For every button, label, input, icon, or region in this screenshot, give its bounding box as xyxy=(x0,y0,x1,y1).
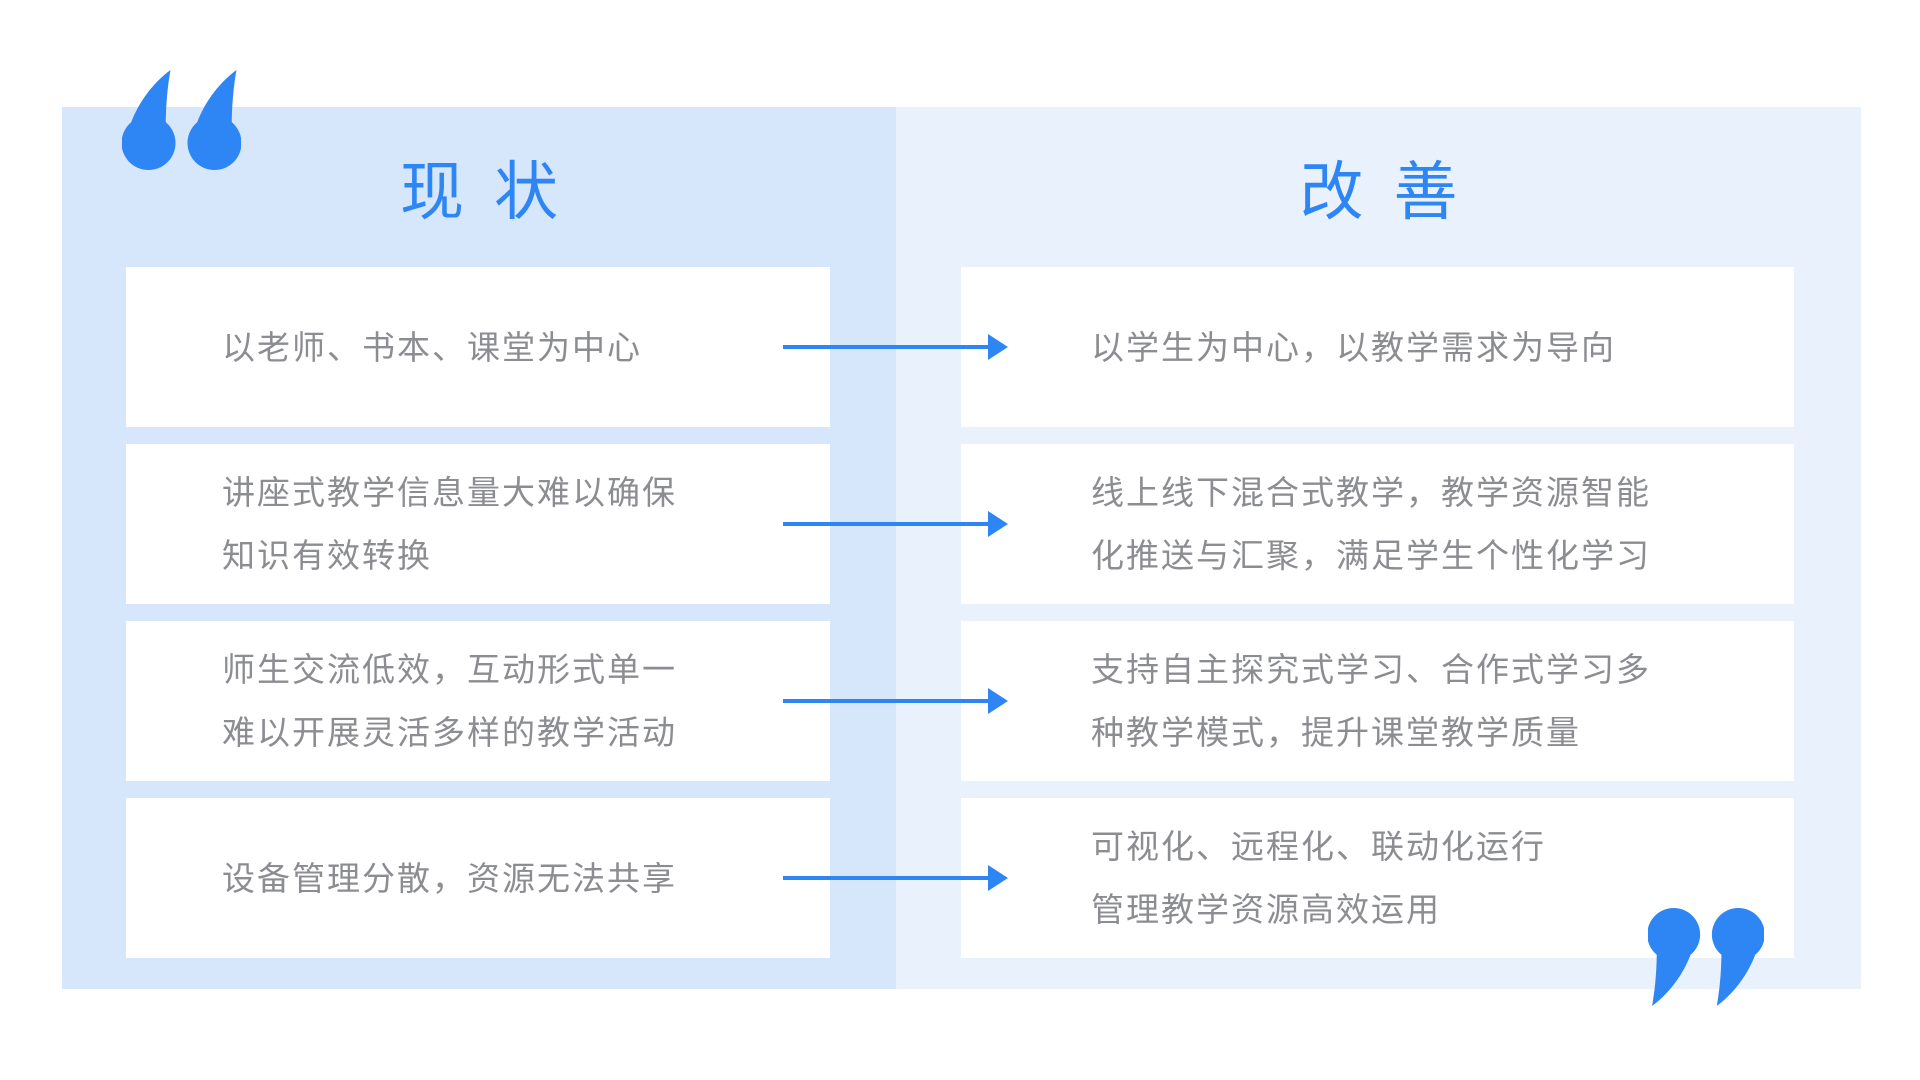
arrow-right-icon xyxy=(783,510,1008,538)
current-card-3: 师生交流低效，互动形式单一 难以开展灵活多样的教学活动 xyxy=(126,621,830,781)
arrow-shaft xyxy=(783,345,992,349)
arrow-right-icon xyxy=(783,864,1008,892)
arrow-head xyxy=(988,511,1008,537)
card-text: 师生交流低效，互动形式单一 xyxy=(222,651,677,688)
close-quote-icon xyxy=(1648,908,1764,1006)
card-text: 知识有效转换 xyxy=(222,537,432,574)
current-card-1: 以老师、书本、课堂为中心 xyxy=(126,267,830,427)
card-text: 种教学模式，提升课堂教学质量 xyxy=(1091,714,1581,751)
improvement-card-3: 支持自主探究式学习、合作式学习多 种教学模式，提升课堂教学质量 xyxy=(961,621,1794,781)
arrow-shaft xyxy=(783,876,992,880)
current-card-4: 设备管理分散，资源无法共享 xyxy=(126,798,830,958)
improvement-card-1: 以学生为中心，以教学需求为导向 xyxy=(961,267,1794,427)
card-text: 管理教学资源高效运用 xyxy=(1091,891,1441,928)
current-state-title: 现状 xyxy=(400,156,588,228)
arrow-shaft xyxy=(783,699,992,703)
card-text: 线上线下混合式教学，教学资源智能 xyxy=(1091,474,1651,511)
current-card-2: 讲座式教学信息量大难以确保 知识有效转换 xyxy=(126,444,830,604)
improvement-card-2: 线上线下混合式教学，教学资源智能 化推送与汇聚，满足学生个性化学习 xyxy=(961,444,1794,604)
card-text: 可视化、远程化、联动化运行 xyxy=(1091,828,1546,865)
arrow-head xyxy=(988,688,1008,714)
arrow-shaft xyxy=(783,522,992,526)
improvement-title: 改善 xyxy=(1299,156,1488,228)
card-text: 设备管理分散，资源无法共享 xyxy=(222,859,677,897)
arrow-right-icon xyxy=(783,687,1008,715)
arrow-head xyxy=(988,334,1008,360)
arrow-right-icon xyxy=(783,333,1008,361)
card-text: 讲座式教学信息量大难以确保 xyxy=(222,474,677,511)
card-text: 难以开展灵活多样的教学活动 xyxy=(222,714,677,751)
card-text: 以老师、书本、课堂为中心 xyxy=(222,328,642,366)
card-text: 化推送与汇聚，满足学生个性化学习 xyxy=(1091,537,1651,574)
card-text: 以学生为中心，以教学需求为导向 xyxy=(1091,328,1616,366)
arrow-head xyxy=(988,865,1008,891)
open-quote-icon xyxy=(122,70,241,170)
card-text: 支持自主探究式学习、合作式学习多 xyxy=(1091,651,1651,688)
